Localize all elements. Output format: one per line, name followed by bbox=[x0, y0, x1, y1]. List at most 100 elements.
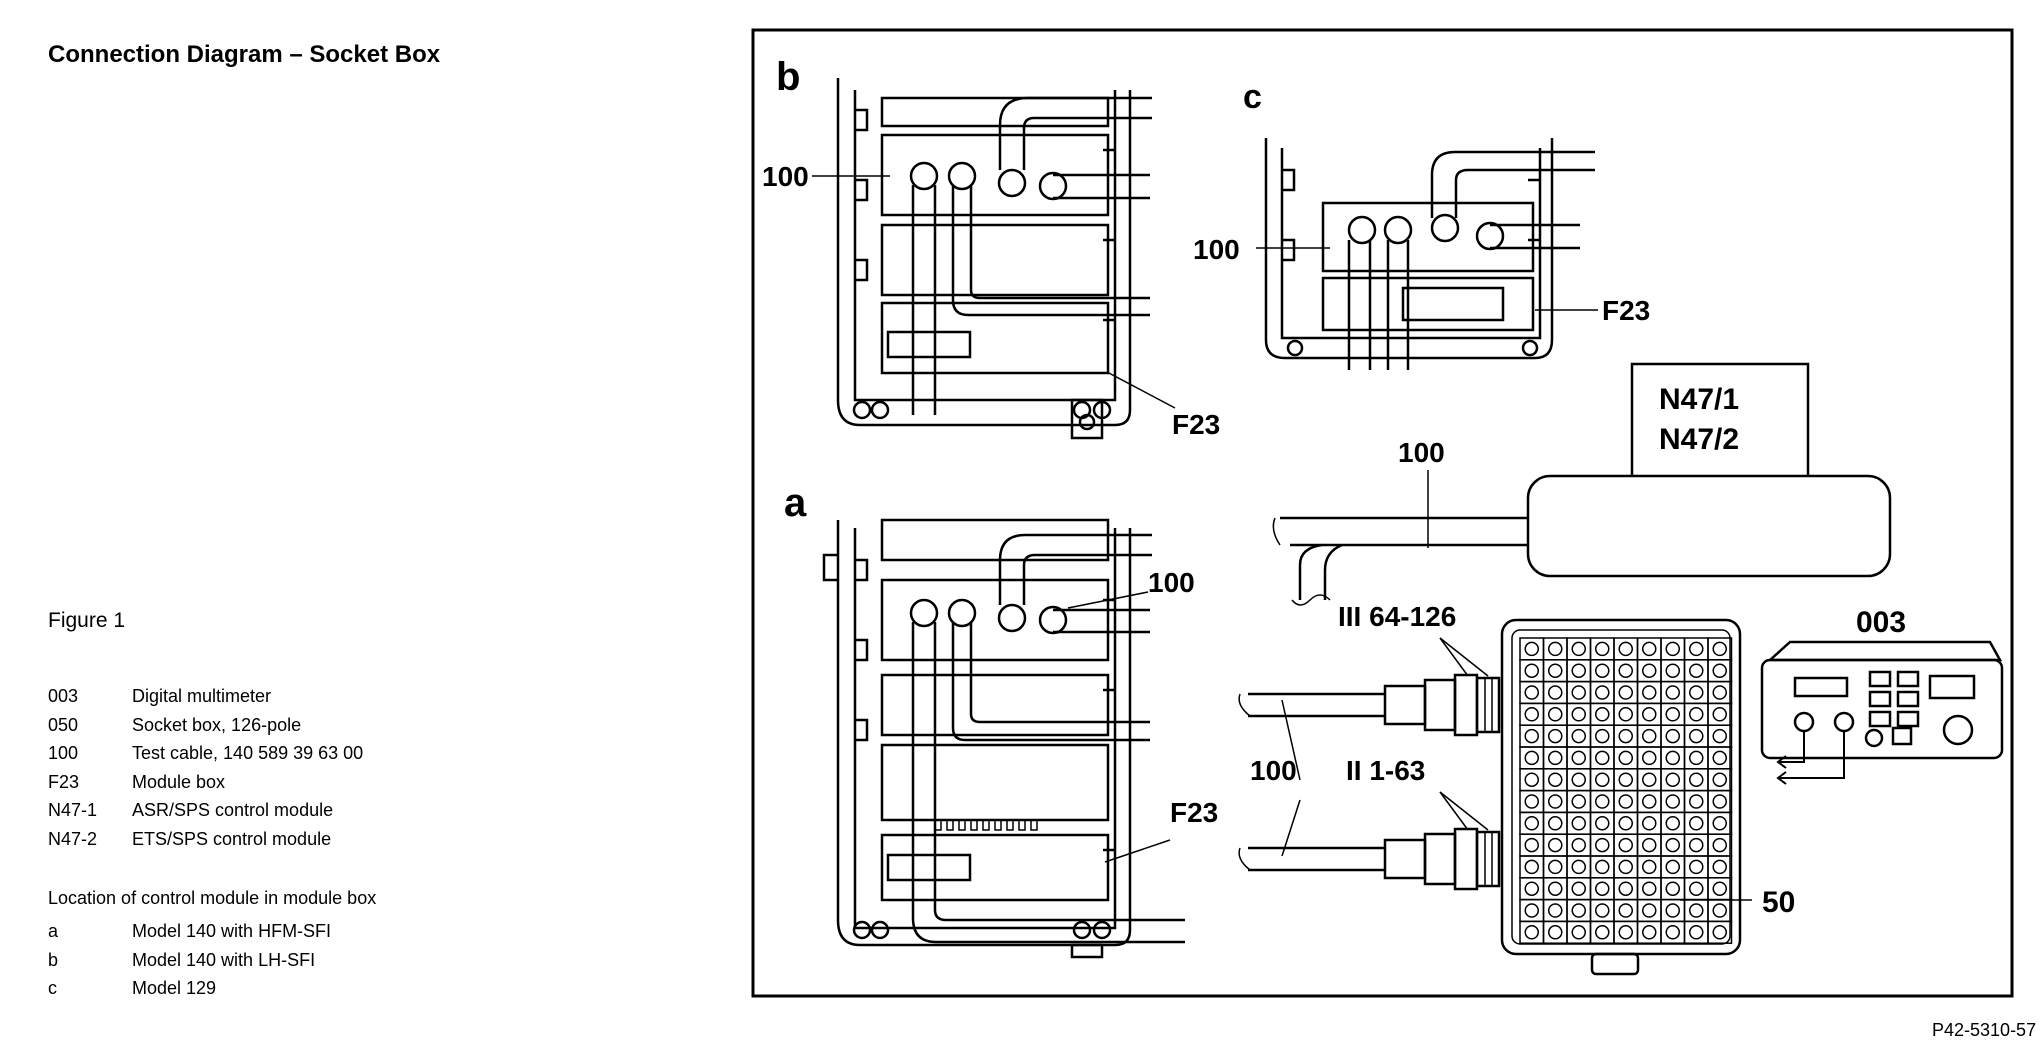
socket-box bbox=[1500, 618, 1752, 976]
socket-cell bbox=[1589, 702, 1615, 726]
socket-cell bbox=[1589, 898, 1615, 923]
socket-cell bbox=[1566, 680, 1592, 705]
socket-hole bbox=[1689, 816, 1704, 831]
socket-hole bbox=[1642, 859, 1657, 875]
socket-hole bbox=[1618, 750, 1633, 766]
socket-cell bbox=[1660, 724, 1686, 748]
socket-cell bbox=[1589, 724, 1615, 748]
socket-cell bbox=[1660, 898, 1686, 923]
socket-hole bbox=[1595, 750, 1610, 766]
socket-hole bbox=[1548, 707, 1563, 722]
socket-cell bbox=[1589, 877, 1615, 901]
socket-cell bbox=[1707, 768, 1733, 792]
socket-hole bbox=[1712, 794, 1727, 809]
socket-cell bbox=[1613, 724, 1639, 748]
socket-cell bbox=[1683, 877, 1709, 901]
socket-hole bbox=[1571, 794, 1586, 809]
socket-hole bbox=[1642, 772, 1657, 787]
socket-hole bbox=[1548, 641, 1563, 657]
label-f23-c: F23 bbox=[1602, 295, 1650, 326]
socket-hole bbox=[1524, 772, 1539, 787]
socket-hole bbox=[1689, 685, 1704, 700]
socket-cell bbox=[1519, 702, 1545, 726]
socket-hole bbox=[1595, 925, 1610, 940]
socket-cell bbox=[1636, 746, 1662, 770]
socket-cell bbox=[1636, 811, 1662, 835]
socket-hole bbox=[1642, 750, 1657, 766]
socket-hole bbox=[1665, 750, 1680, 766]
socket-hole bbox=[1524, 816, 1539, 831]
socket-cell bbox=[1566, 724, 1592, 748]
socket-cell bbox=[1636, 898, 1662, 923]
socket-hole bbox=[1642, 707, 1657, 722]
socket-hole bbox=[1712, 925, 1727, 940]
socket-cell bbox=[1660, 833, 1686, 857]
socket-hole bbox=[1689, 837, 1704, 853]
socket-cell bbox=[1636, 768, 1662, 792]
socket-cell bbox=[1566, 702, 1592, 726]
socket-cell bbox=[1636, 637, 1662, 661]
socket-cell bbox=[1636, 920, 1662, 944]
socket-cell bbox=[1589, 789, 1615, 814]
socket-hole bbox=[1548, 859, 1563, 875]
socket-cell bbox=[1683, 746, 1709, 770]
socket-hole bbox=[1524, 707, 1539, 722]
module-box-c bbox=[1256, 138, 1598, 370]
socket-hole bbox=[1524, 685, 1539, 700]
socket-hole bbox=[1665, 837, 1680, 853]
socket-hole bbox=[1524, 750, 1539, 766]
socket-cell bbox=[1683, 680, 1709, 705]
socket-hole bbox=[1689, 881, 1704, 896]
socket-cell bbox=[1683, 637, 1709, 661]
socket-cell bbox=[1519, 768, 1545, 792]
socket-hole bbox=[1524, 728, 1539, 744]
page-title: Connection Diagram – Socket Box bbox=[48, 41, 441, 68]
socket-cell bbox=[1660, 855, 1686, 879]
socket-cell bbox=[1566, 898, 1592, 923]
socket-cell bbox=[1519, 724, 1545, 748]
socket-cell bbox=[1519, 789, 1545, 814]
figure-reference: P42-5310-57 bbox=[1932, 1020, 2037, 1040]
label-f23-a: F23 bbox=[1170, 797, 1218, 828]
label-f23-b: F23 bbox=[1172, 409, 1220, 440]
socket-hole bbox=[1665, 728, 1680, 744]
socket-hole bbox=[1595, 685, 1610, 700]
socket-cell bbox=[1589, 659, 1615, 683]
socket-hole bbox=[1548, 685, 1563, 700]
socket-hole bbox=[1548, 903, 1563, 918]
socket-hole bbox=[1665, 685, 1680, 700]
socket-hole bbox=[1642, 837, 1657, 853]
socket-cell bbox=[1636, 680, 1662, 705]
socket-cell bbox=[1519, 855, 1545, 879]
socket-hole bbox=[1712, 816, 1727, 831]
socket-cell bbox=[1566, 637, 1592, 661]
legend-desc: ASR/SPS control module bbox=[132, 800, 334, 820]
socket-hole bbox=[1571, 881, 1586, 896]
socket-cell bbox=[1542, 768, 1568, 792]
socket-cell bbox=[1519, 680, 1545, 705]
socket-hole bbox=[1665, 641, 1680, 657]
socket-hole bbox=[1548, 663, 1563, 678]
socket-cell bbox=[1613, 746, 1639, 770]
socket-cell bbox=[1660, 702, 1686, 726]
socket-cell bbox=[1707, 898, 1733, 923]
socket-hole bbox=[1571, 837, 1586, 853]
legend-desc: Test cable, 140 589 39 63 00 bbox=[132, 743, 364, 763]
socket-cell bbox=[1707, 789, 1733, 814]
socket-hole bbox=[1642, 881, 1657, 896]
socket-hole bbox=[1618, 881, 1633, 896]
socket-hole bbox=[1712, 750, 1727, 766]
socket-cell bbox=[1566, 920, 1592, 944]
socket-hole bbox=[1665, 903, 1680, 918]
socket-hole bbox=[1712, 728, 1727, 744]
socket-cell bbox=[1519, 746, 1545, 770]
socket-hole bbox=[1595, 707, 1610, 722]
socket-hole bbox=[1665, 794, 1680, 809]
socket-cell bbox=[1519, 833, 1545, 857]
socket-cell bbox=[1636, 833, 1662, 857]
socket-cell bbox=[1683, 702, 1709, 726]
